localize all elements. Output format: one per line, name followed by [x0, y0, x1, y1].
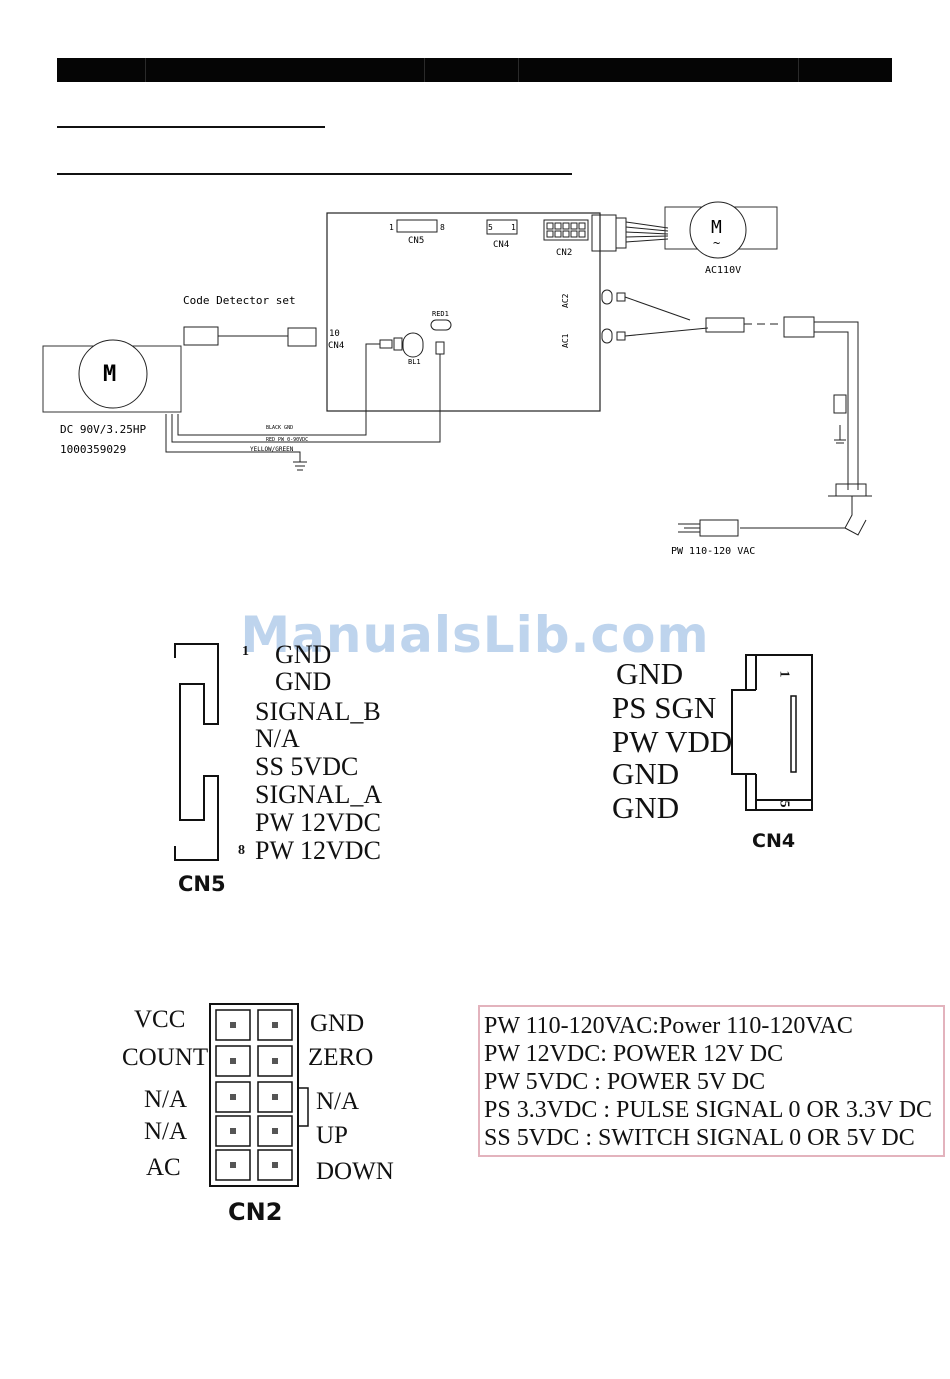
cn4-pin-4: GND — [612, 756, 680, 791]
cn2-right-pin-5: DOWN — [316, 1158, 394, 1185]
cn2-left-pin-4: N/A — [144, 1118, 188, 1145]
code-detector-label: Code Detector set — [183, 294, 296, 307]
watermark: ManualsLib.com — [240, 606, 710, 664]
dc-motor-symbol: M — [103, 362, 116, 387]
cn2-left-pin-2: COUNT — [122, 1044, 209, 1071]
legend-line-2: PW 12VDC: POWER 12V DC — [484, 1041, 784, 1067]
cn2-right-pin-2: ZERO — [308, 1044, 374, 1071]
cn5-label: CN5 — [178, 872, 226, 896]
cn5-pin-2: GND — [275, 667, 332, 696]
dc-motor: M — [42, 339, 182, 413]
cn5-board-label: CN5 — [408, 236, 424, 246]
cn4-board-label: CN4 — [493, 240, 509, 250]
cn5-pin-4: N/A — [255, 724, 300, 753]
ac2-label: AC2 — [561, 293, 570, 308]
cn5-pin-number-last: 8 — [238, 843, 245, 858]
cn4-connector-outline — [731, 654, 813, 811]
legend-line-4: PS 3.3VDC : PULSE SIGNAL 0 OR 3.3V DC — [484, 1097, 933, 1123]
cn4-pin-2: PS SGN — [612, 690, 717, 725]
legend-line-5: SS 5VDC : SWITCH SIGNAL 0 OR 5V DC — [484, 1125, 915, 1151]
cn5-pin-7: PW 12VDC — [255, 808, 381, 837]
side-cn4-label: CN4 — [328, 341, 344, 351]
ac1-label: AC1 — [561, 333, 570, 348]
cn5-pin-5: SS 5VDC — [255, 752, 359, 781]
bl1-label: BL1 — [408, 358, 421, 366]
ground-wire-label: YELLOW/GREEN — [250, 446, 294, 453]
cn5-pinout: 1 8 GND GND SIGNAL_B N/A SS 5VDC SIGNAL_… — [170, 640, 390, 900]
dc-motor-label: DC 90V/3.25HP — [60, 423, 146, 436]
red1-terminal — [430, 319, 452, 331]
side-pin-text: 10 — [329, 329, 340, 339]
ac2-terminal — [601, 289, 613, 305]
cn5-pin-8: PW 12VDC — [255, 836, 381, 865]
cn2-right-pin-3: N/A — [316, 1088, 360, 1115]
cn4-pin-number-first: 1 — [776, 670, 792, 678]
cn5-pin-1: GND — [275, 640, 332, 669]
cn5-pin-6: SIGNAL_A — [255, 780, 383, 809]
cn2-right-pin-4: UP — [316, 1122, 348, 1149]
wiring-diagram: 1 8 CN5 5 1 CN4 CN2 M ~ AC110V AC2 AC1 — [42, 201, 872, 557]
cn2-left-pin-1: VCC — [134, 1006, 186, 1033]
ac-motor-label: AC110V — [705, 265, 741, 276]
signal-legend: PW 110-120VAC:Power 110-120VAC PW 12VDC:… — [478, 1005, 945, 1157]
cn2-right-pin-1: GND — [310, 1010, 365, 1037]
cn5-pin-number-first: 1 — [242, 644, 249, 659]
code-detector — [183, 326, 317, 347]
black-wire-label: BLACK GND — [266, 425, 293, 431]
cn2-label: CN2 — [228, 1198, 283, 1226]
control-board — [326, 212, 601, 412]
power-cord-label: PW 110-120 VAC — [671, 546, 755, 557]
cn2-connector-outline — [209, 1003, 309, 1187]
cn2-board-label: CN2 — [556, 248, 572, 258]
bl1-terminal — [402, 332, 424, 358]
cn2-harness — [591, 214, 669, 252]
ac-motor-symbol: M — [711, 217, 722, 238]
cn5-connector — [396, 219, 438, 233]
cn2-left-pin-5: AC — [146, 1154, 181, 1181]
red-wire-label: RED PW 0-90VDC — [266, 437, 308, 443]
cn4-pinout: GND PS SGN PW VDD GND GND 1 5 CN4 — [610, 650, 830, 860]
cn5-pin-right-text: 8 — [440, 223, 445, 232]
cn2-connector — [543, 219, 589, 241]
dc-motor-part-number: 1000359029 — [60, 443, 126, 456]
cn4-pin-3: PW VDD — [612, 724, 733, 759]
header-bar — [57, 58, 892, 82]
dc-motor-wiring — [165, 337, 445, 471]
cn4-pin-right-text: 1 — [511, 223, 516, 232]
cn4-connector — [486, 219, 518, 235]
cn4-pin-number-last: 5 — [776, 800, 792, 808]
cn4-pin-left-text: 5 — [488, 223, 493, 232]
ac-motor: M ~ — [664, 201, 778, 259]
cn5-pin-left-text: 1 — [389, 223, 394, 232]
legend-line-3: PW 5VDC : POWER 5V DC — [484, 1069, 766, 1095]
ac-motor-sine: ~ — [713, 236, 720, 250]
ac-line-wiring — [616, 292, 872, 537]
cn5-connector-outline — [174, 643, 219, 861]
red1-label: RED1 — [432, 310, 449, 318]
cn5-pin-3: SIGNAL_B — [255, 697, 381, 726]
cn2-pinout: VCC COUNT N/A N/A AC GND ZERO N/A UP DOW… — [110, 1000, 394, 1240]
ac1-terminal — [601, 328, 613, 344]
heading-underline-short — [57, 126, 325, 128]
cn2-left-pin-3: N/A — [144, 1086, 188, 1113]
heading-underline-long — [57, 173, 572, 175]
cn4-label: CN4 — [752, 830, 796, 852]
legend-line-1: PW 110-120VAC:Power 110-120VAC — [484, 1013, 853, 1039]
cn4-pin-1: GND — [616, 656, 684, 691]
cn4-pin-5: GND — [612, 790, 680, 825]
